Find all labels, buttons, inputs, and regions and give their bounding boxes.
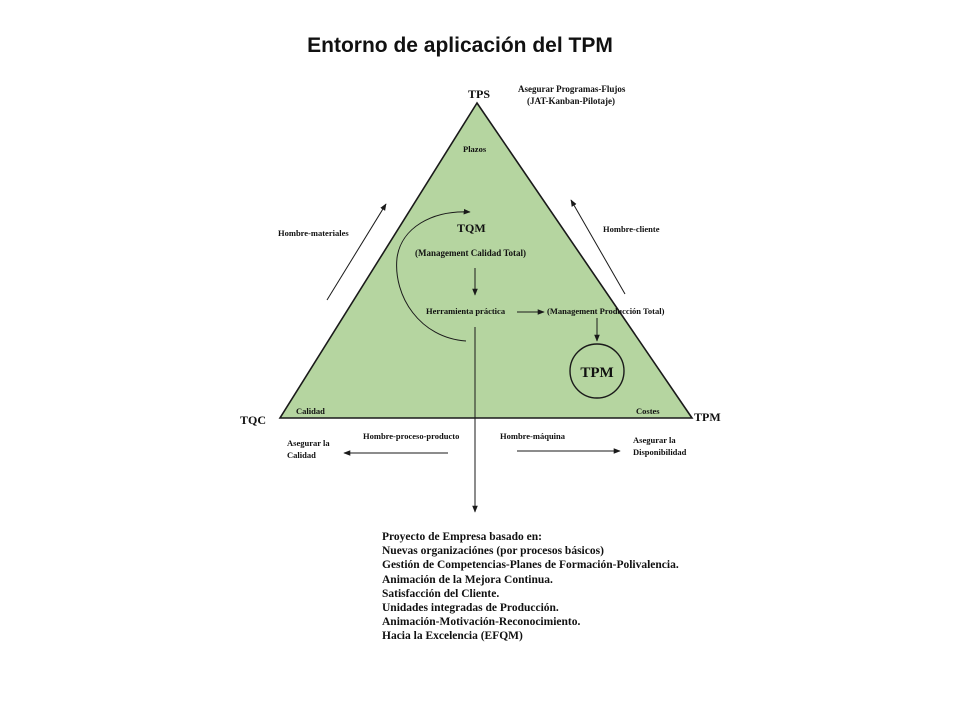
vertex-tps-label: TPS: [468, 87, 490, 101]
mpt-label: (Management Producción Total): [547, 306, 665, 316]
slide-title: Entorno de aplicación del TPM: [307, 34, 613, 57]
bottom-left-label: Hombre-proceso-producto: [363, 431, 459, 441]
vertex-tqc-label: TQC: [240, 413, 266, 427]
left-side-arrow: [326, 203, 387, 301]
list-item: Animación-Motivación-Reconocimiento.: [382, 616, 581, 629]
outcome-left-line1: Asegurar la: [287, 438, 330, 448]
outcome-left-line2: Calidad: [287, 450, 316, 460]
tqm-subtitle: (Management Calidad Total): [415, 248, 526, 258]
tpm-circle: [569, 343, 625, 399]
list-item: Nuevas organizaciónes (por procesos bási…: [382, 545, 604, 558]
tqm-label: TQM: [457, 221, 486, 235]
vertex-tpm-label: TPM: [694, 410, 721, 424]
list-item: Unidades integradas de Producción.: [382, 602, 559, 615]
top-note-line2: (JAT-Kanban-Pilotaje): [527, 96, 615, 106]
list-item: Gestión de Competencias-Planes de Formac…: [382, 559, 679, 572]
outcome-right-line1: Asegurar la: [633, 435, 676, 445]
tpm-circle-label: TPM: [580, 365, 613, 381]
list-item: Animación de la Mejora Continua.: [382, 573, 553, 586]
list-item: Proyecto de Empresa basado en:: [382, 531, 542, 543]
top-note-line1: Asegurar Programas-Flujos: [518, 84, 626, 94]
project-list: Proyecto de Empresa basado en: Nuevas or…: [382, 530, 742, 644]
triangle: [278, 101, 694, 419]
tool-label: Herramienta práctica: [426, 306, 506, 316]
side-left-label: Hombre-materiales: [278, 228, 349, 238]
list-item: Satisfacción del Cliente.: [382, 587, 500, 600]
list-item: Hacia la Excelencia (EFQM): [382, 630, 523, 643]
bottom-right-label: Hombre-máquina: [500, 431, 566, 441]
right-side-arrow: [570, 199, 626, 295]
corner-costes-label: Costes: [636, 406, 660, 416]
outcome-right-line2: Disponibilidad: [633, 447, 687, 457]
corner-plazos-label: Plazos: [463, 144, 487, 154]
side-right-label: Hombre-cliente: [603, 224, 660, 234]
corner-calidad-label: Calidad: [296, 406, 325, 416]
loop-arrow: [396, 208, 471, 342]
